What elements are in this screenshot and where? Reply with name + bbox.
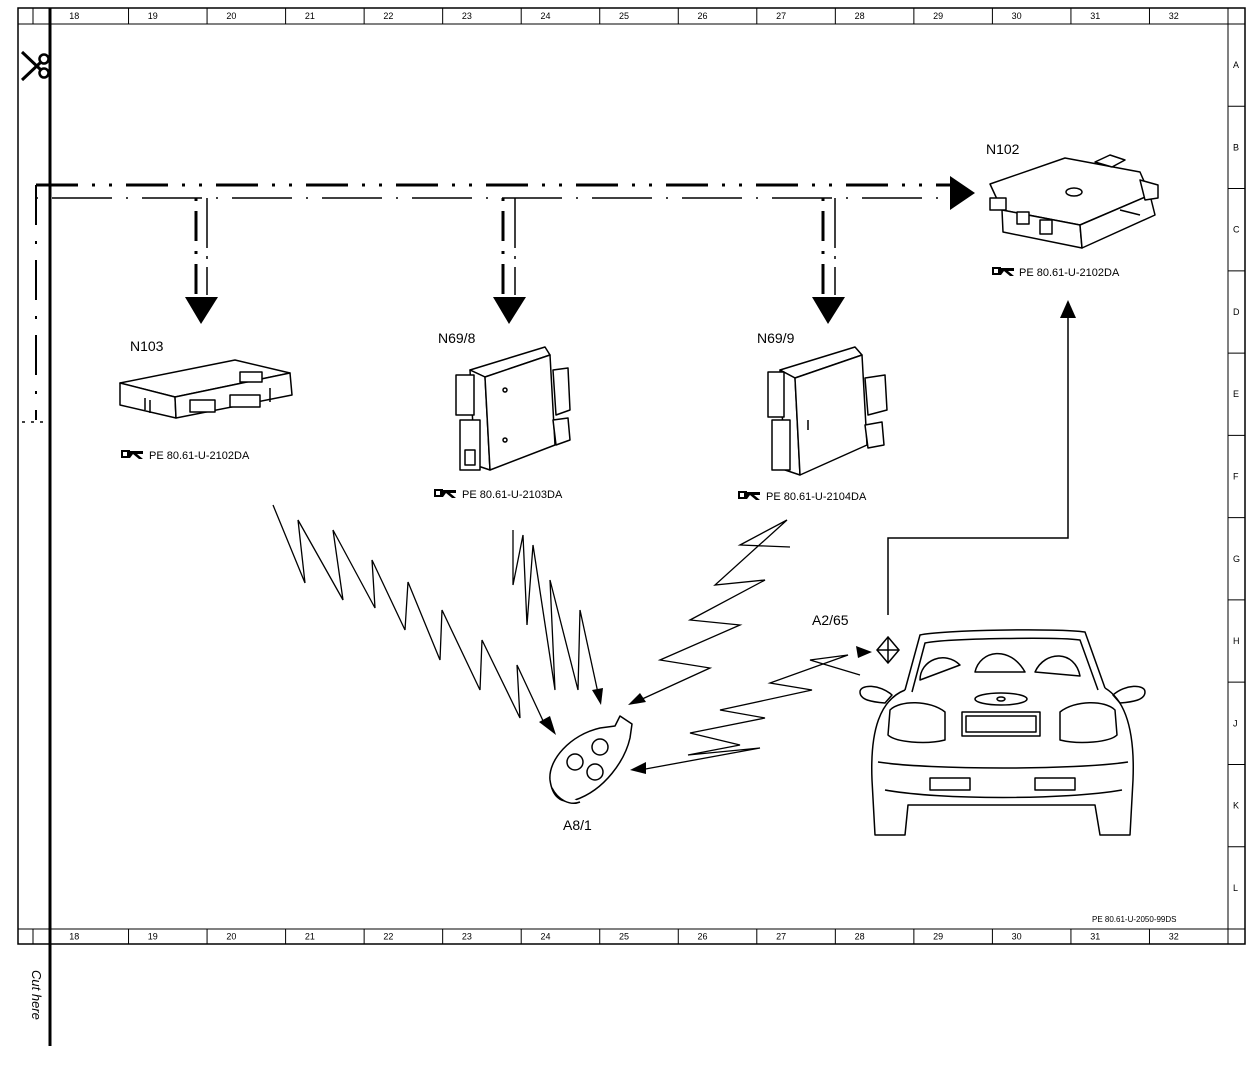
a2-65-label: A2/65 (812, 612, 849, 628)
column-number: 27 (776, 932, 786, 942)
row-letter: A (1233, 60, 1239, 70)
column-ruler-top: 18 19 20 21 22 23 24 25 26 27 28 29 30 31 32 (69, 8, 1229, 24)
column-number: 22 (383, 932, 393, 942)
column-number: 18 (69, 11, 79, 21)
n102-module[interactable] (989, 154, 1159, 249)
column-number: 27 (776, 11, 786, 21)
column-number: 25 (619, 11, 629, 21)
column-number: 32 (1169, 932, 1179, 942)
n102-ref[interactable]: PE 80.61-U-2102DA (1019, 267, 1120, 279)
n69-9-ref[interactable]: PE 80.61-U-2104DA (766, 491, 867, 503)
row-letter: D (1233, 307, 1240, 317)
column-number: 20 (226, 11, 236, 21)
n103-ref[interactable]: PE 80.61-U-2102DA (149, 450, 250, 462)
key-fob[interactable] (549, 715, 633, 804)
n102-label: N102 (986, 141, 1020, 157)
n69-8-label: N69/8 (438, 330, 476, 346)
row-letter: J (1233, 718, 1238, 728)
column-number: 20 (226, 932, 236, 942)
column-number: 21 (305, 11, 315, 21)
scissors-icon (20, 50, 50, 82)
document-id: PE 80.61-U-2050-99DS (1092, 915, 1177, 924)
column-number: 23 (462, 11, 472, 21)
n69-8-ref[interactable]: PE 80.61-U-2103DA (462, 489, 563, 501)
column-number: 24 (540, 11, 550, 21)
feedback-arrowhead (1060, 300, 1076, 318)
n103-module[interactable] (119, 359, 293, 419)
row-letter: G (1233, 554, 1240, 564)
feedback-line (887, 315, 1069, 615)
cut-here-label: Cut here (29, 970, 44, 1020)
vehicle-rear[interactable] (859, 629, 1146, 836)
column-number: 26 (698, 11, 708, 21)
row-ruler-right: A B C D E F G H J K L (1228, 60, 1245, 930)
row-letter: K (1233, 801, 1239, 811)
row-letter: F (1233, 472, 1239, 482)
radio-signals (272, 504, 861, 771)
n69-8-module[interactable] (455, 346, 571, 471)
column-number: 29 (933, 932, 943, 942)
n69-9-module[interactable] (767, 346, 888, 476)
column-number: 25 (619, 932, 629, 942)
reference-pointer-icon (738, 491, 760, 500)
column-ruler-bottom: 18 19 20 21 22 23 24 25 26 27 28 29 30 31 32 (69, 929, 1229, 944)
signal-arrowheads (539, 646, 872, 774)
reference-pointer-icon (121, 450, 143, 459)
reference-pointer-icon (992, 267, 1014, 276)
column-number: 32 (1169, 11, 1179, 21)
column-number: 26 (698, 932, 708, 942)
column-number: 28 (855, 932, 865, 942)
can-bus-lines (22, 183, 950, 423)
column-number: 31 (1090, 11, 1100, 21)
n103-label: N103 (130, 338, 164, 354)
column-number: 30 (1012, 932, 1022, 942)
column-number: 30 (1012, 11, 1022, 21)
column-number: 22 (383, 11, 393, 21)
column-number: 19 (148, 11, 158, 21)
column-number: 18 (69, 932, 79, 942)
reference-pointer-icon (434, 489, 456, 498)
column-number: 21 (305, 932, 315, 942)
column-number: 29 (933, 11, 943, 21)
row-letter: E (1233, 389, 1239, 399)
a8-1-label: A8/1 (563, 817, 592, 833)
a2-65-antenna[interactable] (876, 635, 900, 665)
column-number: 31 (1090, 932, 1100, 942)
column-number: 28 (855, 11, 865, 21)
row-letter: C (1233, 225, 1240, 235)
bus-arrowheads (185, 176, 975, 324)
row-letter: B (1233, 142, 1239, 152)
column-number: 24 (540, 932, 550, 942)
drawing-frame (17, 7, 1246, 1046)
row-letter: L (1233, 883, 1238, 893)
n69-9-label: N69/9 (757, 330, 795, 346)
column-number: 23 (462, 932, 472, 942)
column-number: 19 (148, 932, 158, 942)
row-letter: H (1233, 636, 1240, 646)
